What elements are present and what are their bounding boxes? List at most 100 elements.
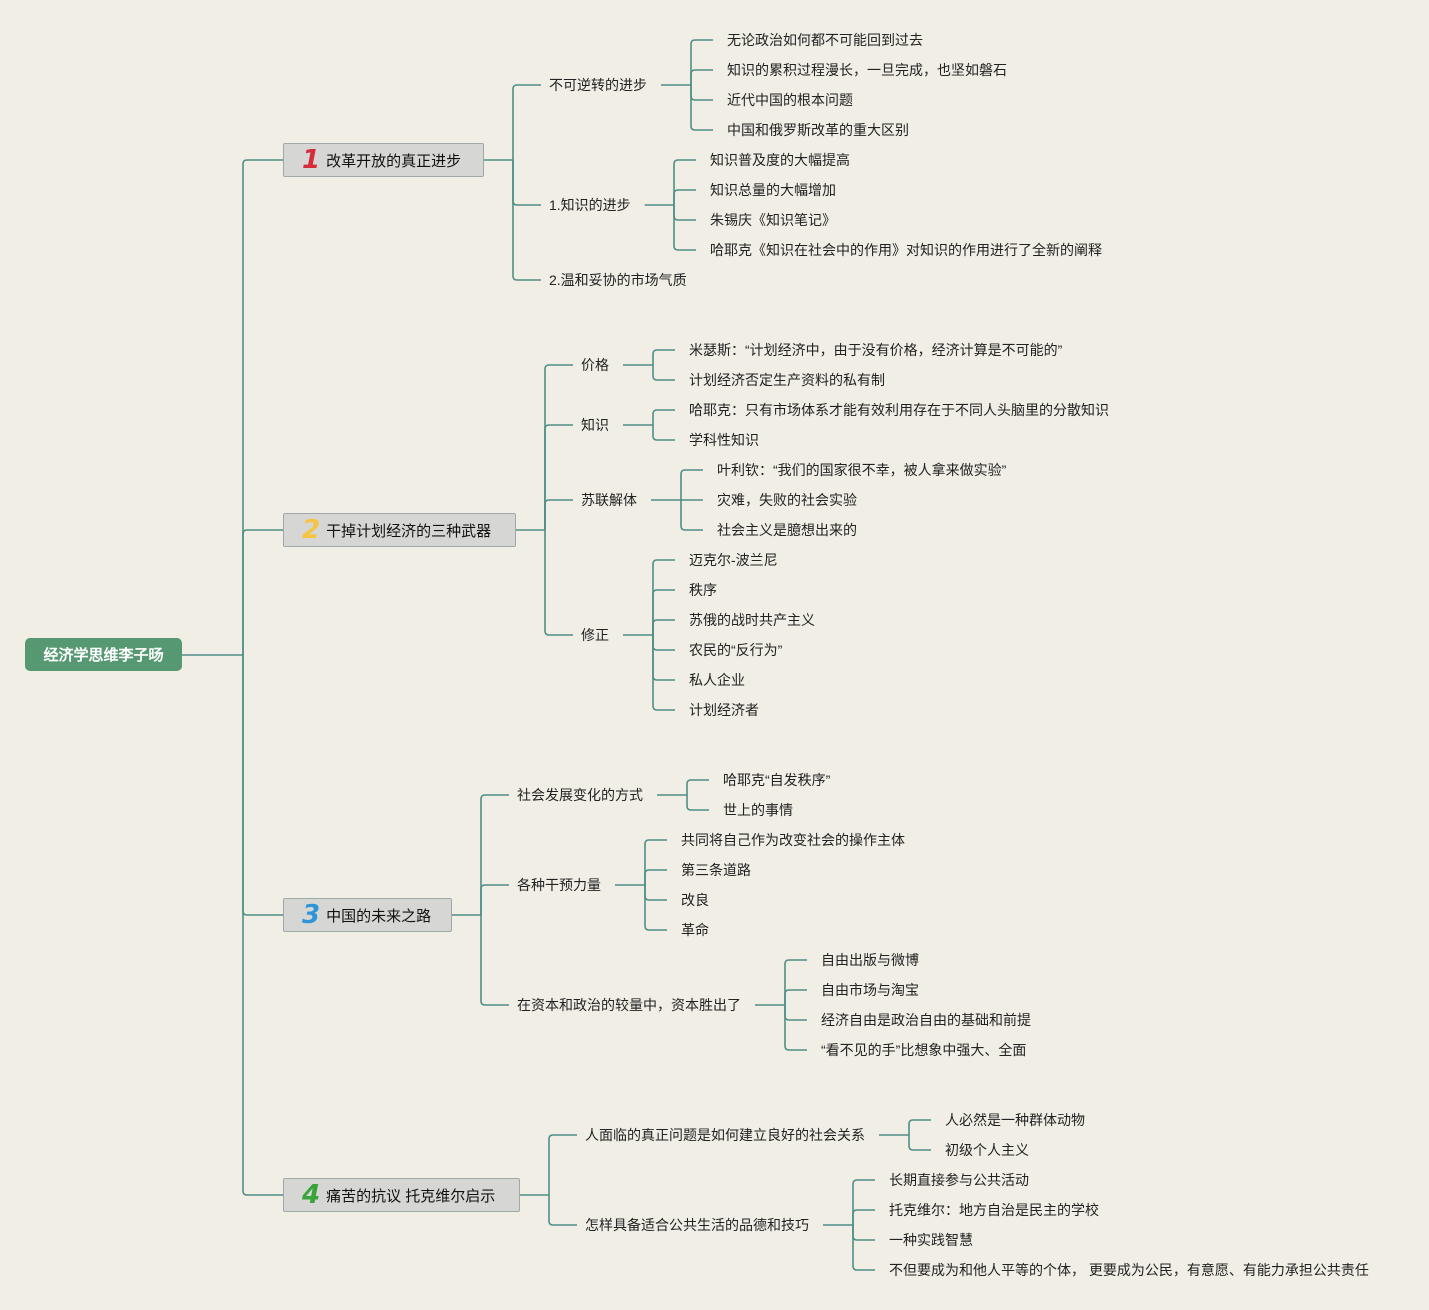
leaf-node[interactable]: 近代中国的根本问题 [727,92,853,108]
leaf-node[interactable]: 学科性知识 [689,432,759,448]
leaf-connector [644,885,667,901]
leaf-node[interactable]: 知识的累积过程漫长，一旦完成，也坚如磐石 [727,62,1007,78]
leaf-connector [652,589,675,635]
leaf-node[interactable]: 社会主义是臆想出来的 [717,522,857,538]
leaf-node[interactable]: 改良 [681,892,709,908]
leaf-node[interactable]: 朱锡庆《知识笔记》 [710,212,836,228]
leaf-node[interactable]: 哈耶克《知识在社会中的作用》对知识的作用进行了全新的阐释 [710,242,1102,258]
trunk-connector-1 [242,159,283,655]
leaf-node[interactable]: 叶利钦：“我们的国家很不幸，被人拿来做实验” [717,462,1007,478]
sub-connector [544,499,573,530]
branch-number-icon: 1 [302,145,321,175]
branch-node-2[interactable]: 2 干掉计划经济的三种武器 [283,513,516,547]
leaf-node[interactable]: 共同将自己作为改变社会的操作主体 [681,832,905,848]
leaf-connector [673,205,696,221]
sub-connector [544,530,573,636]
leaf-connector [908,1135,931,1151]
leaf-node[interactable]: 无论政治如何都不可能回到过去 [727,32,923,48]
leaf-node[interactable]: 哈耶克“自发秩序” [723,772,831,788]
sub-connector [544,364,573,530]
leaf-node[interactable]: 人必然是一种群体动物 [945,1112,1085,1128]
leaf-connector [686,779,709,795]
subtopic-node[interactable]: 社会发展变化的方式 [517,787,643,803]
leaf-node[interactable]: 经济自由是政治自由的基础和前提 [821,1012,1031,1028]
leaf-node[interactable]: 知识普及度的大幅提高 [710,152,850,168]
leaf-connector [852,1179,875,1225]
leaf-connector [652,635,675,651]
branch-title: 中国的未来之路 [326,907,432,925]
leaf-node[interactable]: 世上的事情 [723,802,793,818]
sub-connector [480,915,509,1006]
leaf-node[interactable]: 农民的“反行为” [689,642,783,658]
leaf-node[interactable]: 米瑟斯：“计划经济中，由于没有价格，经济计算是不可能的” [689,342,1063,358]
leaf-node[interactable]: 哈耶克：只有市场体系才能有效利用存在于不同人头脑里的分散知识 [689,402,1109,418]
trunk-connector-4 [242,655,283,1196]
leaf-connector [690,85,713,131]
subtopic-node[interactable]: 不可逆转的进步 [549,77,647,93]
leaf-connector [644,839,667,885]
leaf-node[interactable]: 计划经济否定生产资料的私有制 [689,372,885,388]
leaf-node[interactable]: 迈克尔-波兰尼 [689,552,778,568]
leaf-node[interactable]: 托克维尔：地方自治是民主的学校 [889,1202,1099,1218]
leaf-node[interactable]: 知识总量的大幅增加 [710,182,836,198]
leaf-connector [690,69,713,85]
leaf-node[interactable]: 自由出版与微博 [821,952,919,968]
leaf-node[interactable]: “看不见的手”比想象中强大、全面 [821,1042,1027,1058]
root-node[interactable]: 经济学思维李子旸 [25,638,182,671]
sub-connector [548,1195,577,1226]
sub-connector [480,794,509,915]
subtopic-node[interactable]: 苏联解体 [581,492,637,508]
leaf-node[interactable]: 私人企业 [689,672,745,688]
branch-title: 痛苦的抗议 托克维尔启示 [326,1187,496,1205]
branch-number-icon: 4 [302,1180,321,1210]
subtopic-node[interactable]: 怎样具备适合公共生活的品德和技巧 [585,1217,809,1233]
leaf-connector [680,469,703,500]
leaf-connector [644,869,667,885]
subtopic-node[interactable]: 2.温和妥协的市场气质 [549,272,687,288]
leaf-node[interactable]: 秩序 [689,582,717,598]
leaf-connector [686,795,709,811]
leaf-connector [652,365,675,381]
subtopic-node[interactable]: 在资本和政治的较量中，资本胜出了 [517,997,741,1013]
leaf-connector [784,959,807,1005]
leaf-node[interactable]: 计划经济者 [689,702,759,718]
leaf-node[interactable]: 长期直接参与公共活动 [889,1172,1029,1188]
subtopic-node[interactable]: 修正 [581,627,609,643]
leaf-connector [690,39,713,85]
subtopic-node[interactable]: 价格 [581,357,609,373]
leaf-connector [852,1225,875,1241]
leaf-connector [652,409,675,425]
leaf-node[interactable]: 自由市场与淘宝 [821,982,919,998]
branch-number-icon: 3 [302,900,321,930]
trunk-connector-3 [242,655,283,916]
leaf-connector [652,635,675,711]
subtopic-node[interactable]: 知识 [581,417,609,433]
subtopic-node[interactable]: 1.知识的进步 [549,197,631,213]
sub-connector [480,884,509,915]
subtopic-node[interactable]: 各种干预力量 [517,877,601,893]
sub-connector [544,424,573,530]
leaf-node[interactable]: 中国和俄罗斯改革的重大区别 [727,122,909,138]
leaf-node[interactable]: 苏俄的战时共产主义 [689,612,815,628]
leaf-node[interactable]: 不但要成为和他人平等的个体， 更要成为公民，有意愿、有能力承担公共责任 [889,1262,1369,1278]
leaf-node[interactable]: 革命 [681,922,709,938]
leaf-connector [644,885,667,931]
leaf-node[interactable]: 灾难，失败的社会实验 [717,492,857,508]
leaf-node[interactable]: 一种实践智慧 [889,1232,973,1248]
leaf-connector [652,619,675,635]
sub-connector [512,84,541,160]
leaf-connector [784,989,807,1005]
sub-connector [512,160,541,281]
leaf-connector [852,1209,875,1225]
branch-node-3[interactable]: 3 中国的未来之路 [283,898,452,932]
leaf-connector [784,1005,807,1021]
leaf-node[interactable]: 第三条道路 [681,862,751,878]
subtopic-node[interactable]: 人面临的真正问题是如何建立良好的社会关系 [585,1127,865,1143]
branch-number-icon: 2 [302,515,321,545]
leaf-connector [673,189,696,205]
branch-title: 干掉计划经济的三种武器 [326,522,492,540]
trunk-connector-2 [242,529,283,655]
leaf-node[interactable]: 初级个人主义 [945,1142,1029,1158]
branch-node-4[interactable]: 4 痛苦的抗议 托克维尔启示 [283,1178,520,1212]
